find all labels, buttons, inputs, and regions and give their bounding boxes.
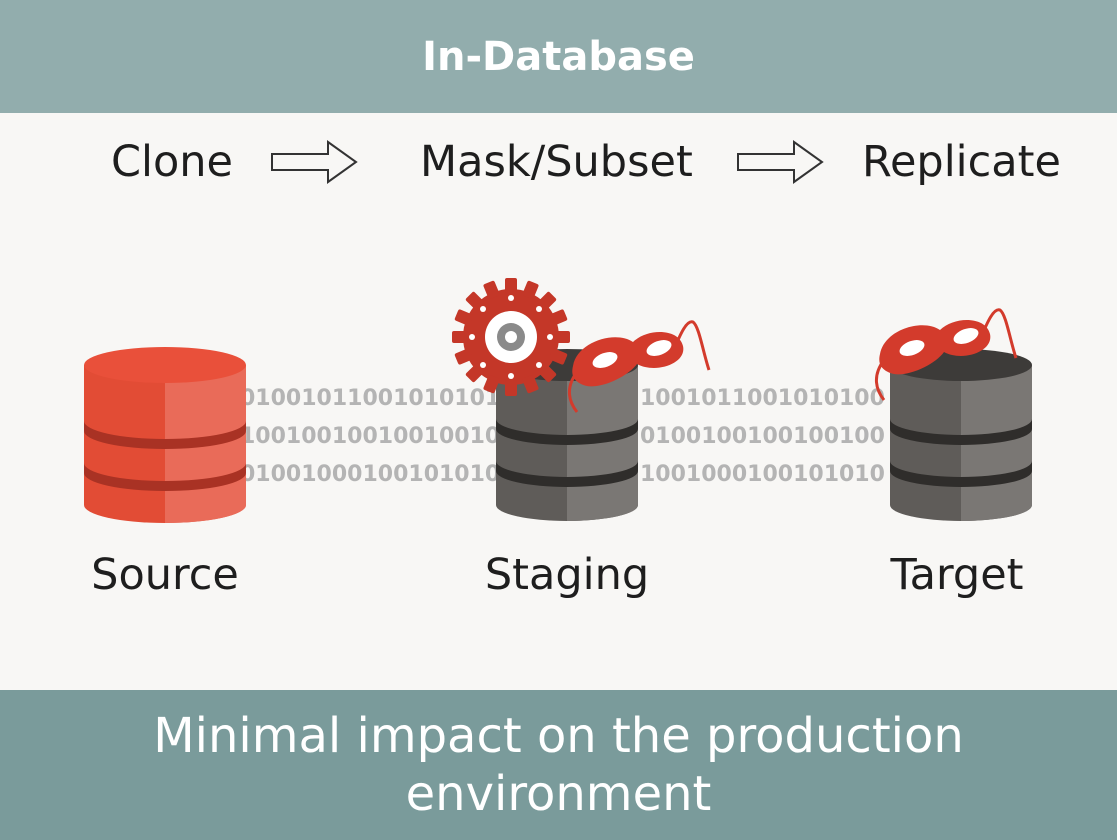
header-banner: In-Database: [0, 0, 1117, 113]
target-database-icon: [890, 349, 1032, 521]
mask-icon: [875, 308, 1018, 401]
binary-stream: 010010110010101010 100100100100100100 01…: [240, 380, 502, 494]
binary-line: 010010110010101010: [240, 386, 502, 411]
step-replicate: Replicate: [862, 137, 1061, 187]
mask-icon: [568, 320, 711, 413]
source-database-icon: [84, 347, 246, 523]
binary-line: 0100100100100100: [640, 424, 885, 449]
step-mask-subset: Mask/Subset: [420, 137, 693, 187]
binary-line: 1001011001010100: [640, 386, 885, 411]
binary-stream: 1001011001010100 0100100100100100 100100…: [640, 380, 890, 494]
binary-line: 010010001001010101: [240, 462, 502, 487]
target-label: Target: [890, 550, 1024, 600]
footer-message: Minimal impact on the production environ…: [153, 708, 964, 822]
binary-line: 100100100100100100: [240, 424, 502, 449]
source-label: Source: [91, 550, 239, 600]
arrow-right-icon: [737, 140, 824, 184]
binary-line: 1001000100101010: [640, 462, 885, 487]
arrow-right-icon: [271, 140, 358, 184]
gear-icon: [450, 276, 572, 398]
header-title: In-Database: [422, 33, 695, 80]
staging-label: Staging: [484, 550, 650, 600]
footer-banner: Minimal impact on the production environ…: [0, 690, 1117, 840]
step-clone: Clone: [111, 137, 233, 187]
